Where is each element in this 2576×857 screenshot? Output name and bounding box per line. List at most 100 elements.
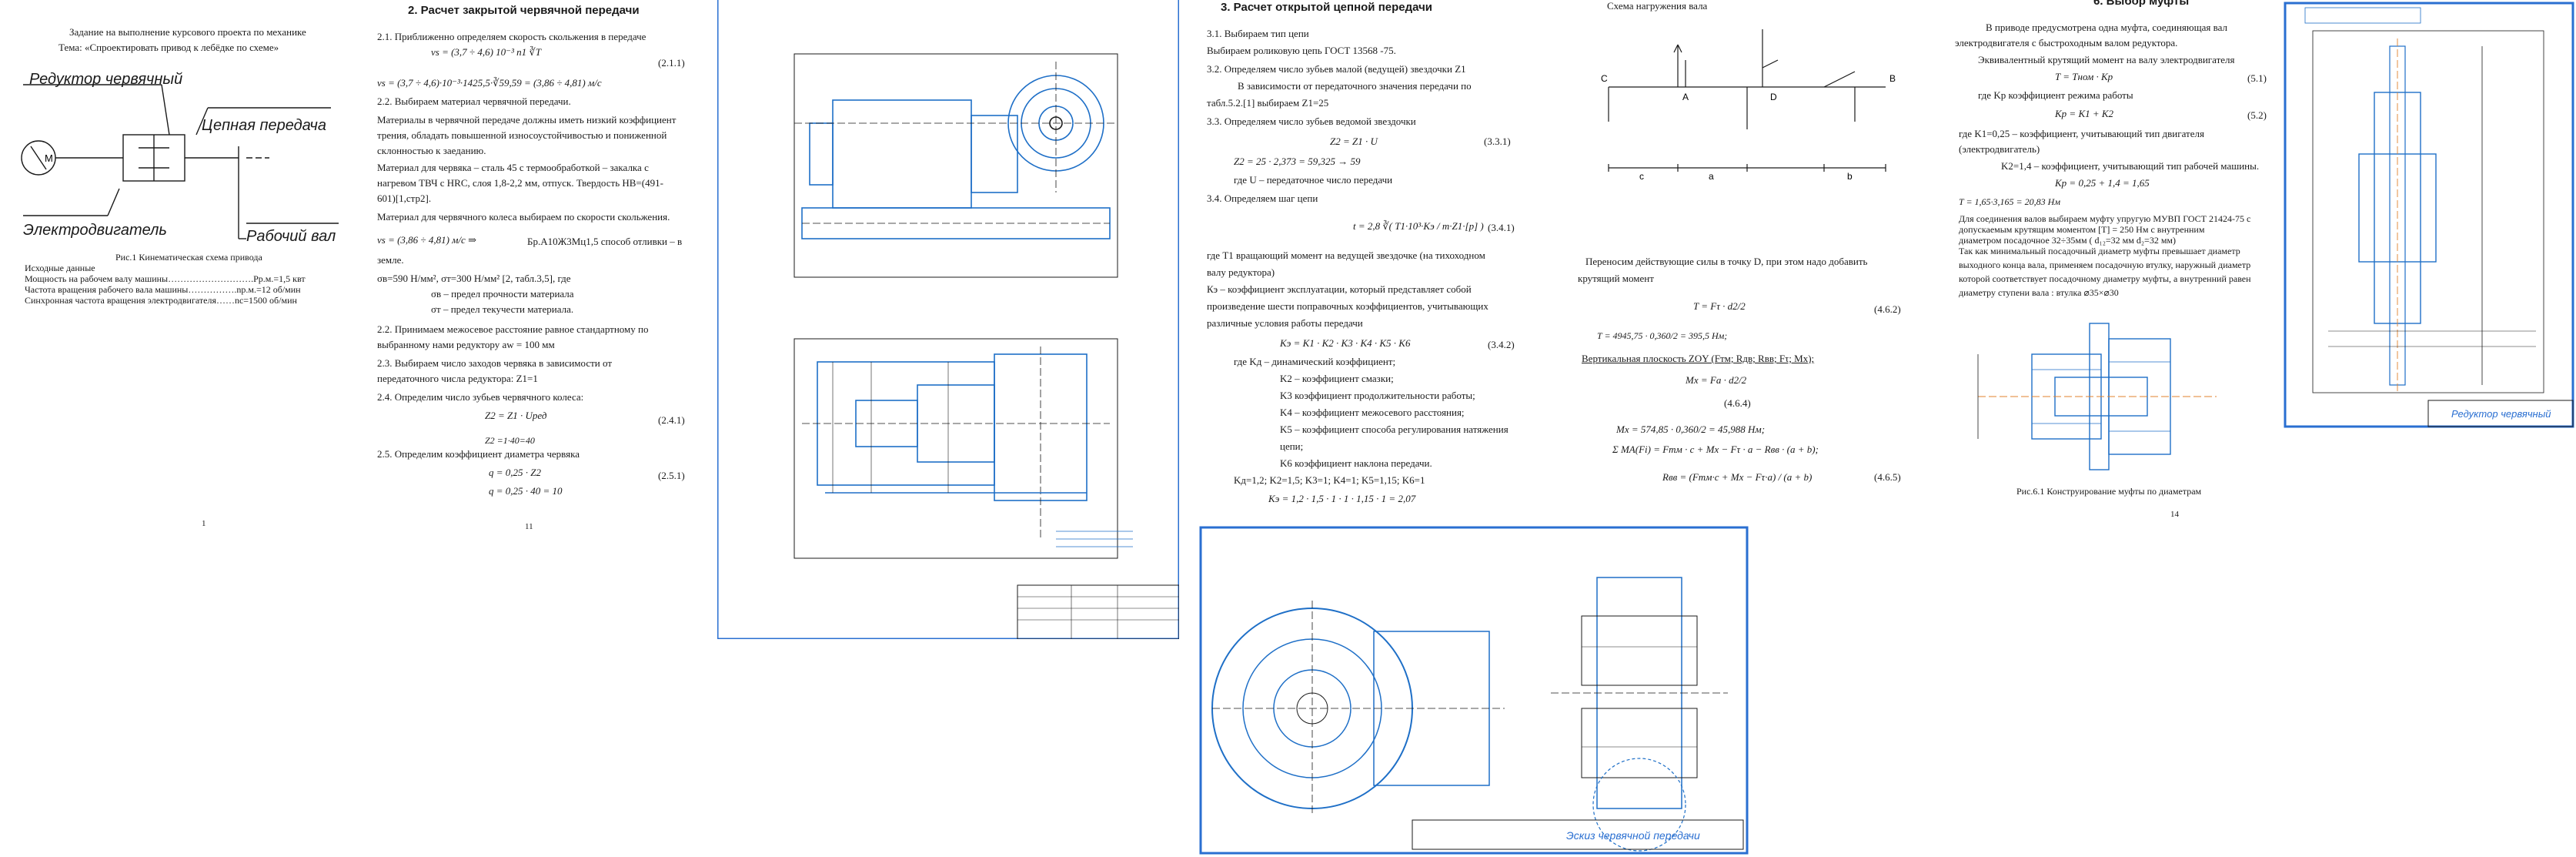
input-row: Частота вращения рабочего вала машины…………	[25, 284, 301, 295]
formula-moment-sum: Σ MA(Fi) = Fтм · c + Mx − Fτ · a − Rвв ·…	[1612, 444, 1819, 455]
vertical-plane: Вертикальная плоскость ZOY (Fтм; Rдв; Rв…	[1582, 353, 1815, 364]
text-line: Так как минимальный посадочный диаметр м…	[1959, 246, 2240, 256]
page-6: 6. Выбор муфты В приводе предусмотрена о…	[1940, 0, 2286, 524]
worm-wheel-sketch: Эскиз червячной передачи	[1199, 526, 1749, 855]
equation-number: (3.3.1)	[1484, 136, 1511, 147]
text-line: 3.1. Выбираем тип цепи	[1207, 28, 1309, 39]
text-line: 2.1. Приближенно определяем скорость ско…	[377, 31, 647, 42]
text-line: Переносим действующие силы в точку D, пр…	[1585, 256, 1868, 267]
text-line: В приводе предусмотрена одна муфта, соед…	[1986, 22, 2227, 33]
point-a: A	[1682, 92, 1689, 102]
text-line: валу редуктора)	[1207, 266, 1275, 278]
reducer-assembly-drawing	[717, 0, 1179, 639]
page-2: 2. Расчет закрытой червячной передачи 2.…	[362, 0, 720, 539]
text-line: крутящий момент	[1578, 273, 1654, 284]
text-line: где K1=0,25 – коэффициент, учитывающий т…	[1959, 128, 2204, 139]
text-line: Выбираем роликовую цепь ГОСТ 13568 -75.	[1207, 45, 1396, 56]
text-line: диаметру ступени вала : втулка ⌀35×⌀30	[1959, 287, 2119, 298]
figure-caption: Рис.6.1 Конструирование муфты по диаметр…	[2016, 486, 2202, 497]
equation-number: (5.2)	[2247, 109, 2267, 121]
motor-symbol: M	[45, 152, 53, 164]
text-line: K3 коэффициент продолжительности работы;	[1280, 390, 1475, 401]
text-line: табл.5.2.[1] выбираем Z1=25	[1207, 97, 1329, 109]
text-line: Материалы в червячной передаче должны им…	[377, 114, 677, 126]
formula-chain-pitch: t = 2,8 ∛( T1·10³·Kэ / m·Z1·[p] )	[1353, 220, 1484, 232]
segment-a: a	[1709, 171, 1714, 182]
equation-number: (2.1.1)	[658, 57, 685, 69]
reducer-shaft-drawing: Редуктор червячный	[2284, 2, 2574, 428]
text-line: 3.2. Определяем число зубьев малой (веду…	[1207, 63, 1466, 75]
text-line: σт – предел текучести материала.	[431, 303, 574, 315]
text-line: Кэ – коэффициент эксплуатации, который п…	[1207, 283, 1472, 295]
formula-torque-value: T = 1,65·3,165 = 20,83 Нм	[1959, 196, 2060, 207]
text-line: 2.4. Определим число зубьев червячного к…	[377, 391, 584, 403]
input-row: Мощность на рабочем валу машины…………………………	[25, 273, 306, 284]
formula-z2-value: Z2 =1·40=40	[485, 435, 535, 446]
point-d: D	[1770, 92, 1777, 102]
text-line: K2 – коэффициент смазки;	[1280, 373, 1394, 384]
formula-moment: Mx = Fa · d2/2	[1686, 374, 1747, 386]
scheme-title: Схема нагружения вала	[1607, 0, 1708, 12]
formula-torque-value: T = 4945,75 · 0,360/2 = 395,5 Нм;	[1597, 330, 1728, 341]
page-1: Задание на выполнение курсового проекта …	[0, 0, 362, 539]
formula-torque: T = Fτ · d2/2	[1693, 300, 1746, 312]
formula-calc: vs = (3,7 ÷ 4,6)·10⁻³·1425,5·∛59,59 = (3…	[377, 77, 602, 89]
text-line: где T1 вращающий момент на ведущей звезд…	[1207, 249, 1485, 261]
formula-z2-value: Z2 = 25 · 2,373 = 59,325 → 59	[1234, 156, 1361, 167]
text-line: В зависимости от передаточного значения …	[1238, 80, 1472, 92]
text-line: (электродвигатель)	[1959, 143, 2040, 155]
text-line: где U – передаточное число передачи	[1234, 174, 1393, 186]
formula-kp: Kp = K1 + K2	[2055, 108, 2114, 119]
shaft-load-scheme: C A D B c a b	[1601, 29, 1896, 182]
text-line: трения, обладать повышенной износоустойч…	[377, 129, 667, 141]
equation-number: (4.6.4)	[1724, 397, 1751, 409]
input-row: Синхронная частота вращения электродвига…	[25, 295, 297, 306]
text-line: выходного конца вала, применяем посадочн…	[1959, 259, 2251, 270]
formula-q-value: q = 0,25 · 40 = 10	[489, 485, 563, 497]
label-chain: Цепная передача	[202, 117, 326, 134]
text-line: 2.2. Выбираем материал червячной передач…	[377, 95, 571, 107]
text-line: земле.	[377, 254, 404, 266]
text-line: различные условия работы передачи	[1207, 317, 1363, 329]
formula-z2: Z2 = Z1 · Uред	[485, 410, 547, 421]
text-line: K4 – коэффициент межосевого расстояния;	[1280, 407, 1465, 418]
text-line: выбранному нами редуктору aw = 100 мм	[377, 339, 555, 350]
text-line: склонностью к заеданию.	[377, 145, 486, 156]
page-4: 3. Расчет открытой цепной передачи 3.1. …	[1191, 0, 1569, 516]
text-line: σв – предел прочности материала	[431, 288, 574, 300]
text-line: Материал для червячного колеса выбираем …	[377, 211, 670, 223]
section-title: 3. Расчет открытой цепной передачи	[1221, 1, 1433, 14]
coupling-sketch	[1977, 323, 2217, 470]
text-line: K2=1,4 – коэффициент, учитывающий тип ра…	[2001, 160, 2260, 172]
text-line: Материал для червяка – сталь 45 с термоо…	[377, 162, 649, 173]
formula-reaction: Rвв = (Fтм·c + Mx − Fτ·a) / (a + b)	[1662, 471, 1813, 483]
section-title: 6. Выбор муфты	[2093, 0, 2190, 8]
label-motor: Электродвигатель	[23, 222, 167, 239]
segment-b: b	[1847, 171, 1853, 182]
formula-moment-value: Mx = 574,85 · 0,360/2 = 45,988 Нм;	[1616, 423, 1766, 435]
stamp-right: Редуктор червячный	[2451, 408, 2551, 420]
text-line: 2.2. Принимаем межосевое расстояние равн…	[377, 323, 649, 335]
text-line: Бр.А10Ж3Мц1,5 способ отливки – в	[527, 236, 683, 247]
text-line: 2.3. Выбираем число заходов червяка в за…	[377, 357, 613, 369]
text-line: передаточного числа редуктора: Z1=1	[377, 373, 538, 384]
text-line: σв=590 Н/мм², σт=300 Н/мм² [2, табл.3,5]…	[377, 273, 571, 284]
text-line: которой соответствует посадочному диамет…	[1959, 273, 2251, 284]
text-line: допускаемым крутящим моментом [T] = 250 …	[1959, 224, 2205, 235]
text-line: произведение шести поправочных коэффицие…	[1207, 300, 1488, 312]
task-line-2: Тема: «Спроектировать привод к лебёдке п…	[58, 42, 279, 53]
formula-kp-value: Kp = 0,25 + 1,4 = 1,65	[2055, 177, 2150, 189]
text-line: диаметром посадочное 32÷35мм ( d₁₂=32 мм…	[1959, 235, 2176, 246]
equation-number: (5.1)	[2247, 72, 2267, 84]
text-line: цепи;	[1280, 440, 1304, 452]
task-line-1: Задание на выполнение курсового проекта …	[69, 26, 306, 38]
text-line: K5 – коэффициент способа регулирования н…	[1280, 423, 1509, 435]
text-line: Для соединения валов выбираем муфту упру…	[1959, 213, 2251, 224]
text-line: электродвигателя с быстроходным валом ре…	[1955, 37, 2178, 49]
text-line: 3.3. Определяем число зубьев ведомой зве…	[1207, 115, 1416, 127]
text-line: Эквивалентный крутящий момент на валу эл…	[1978, 54, 2235, 65]
formula-z2: Z2 = Z1 · U	[1330, 136, 1378, 147]
section-title: 2. Расчет закрытой червячной передачи	[408, 4, 640, 17]
formula-k: Kэ = K1 · K2 · K3 · K4 · K5 · K6	[1280, 337, 1411, 349]
text-line: K6 коэффициент наклона передачи.	[1280, 457, 1432, 469]
